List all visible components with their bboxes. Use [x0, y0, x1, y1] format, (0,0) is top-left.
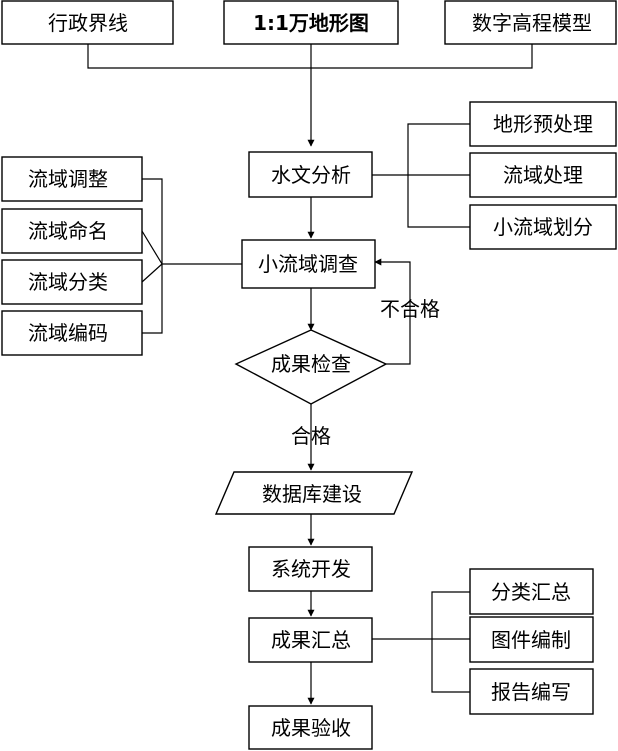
node-terrain-preprocess: 地形预处理 [469, 101, 617, 147]
node-basin-coding: 流域编码 [1, 310, 143, 356]
node-map-compile: 图件编制 [469, 616, 594, 663]
node-basin-coding-label: 流域编码 [28, 321, 108, 345]
node-boundary-label: 行政界线 [48, 11, 128, 35]
node-dem: 数字高程模型 [444, 0, 617, 45]
node-basin-naming-label: 流域命名 [28, 219, 108, 243]
node-topo-map-label: 1:1万地形图 [253, 11, 369, 35]
node-class-summary: 分类汇总 [469, 568, 594, 615]
node-basin-adjust: 流域调整 [1, 156, 143, 202]
node-system-dev: 系统开发 [248, 546, 373, 592]
node-terrain-preprocess-label: 地形预处理 [493, 112, 593, 136]
node-database-build: 数据库建设 [214, 471, 414, 515]
node-basin-classify: 流域分类 [1, 259, 143, 305]
node-report-write-label: 报告编写 [491, 680, 571, 704]
node-class-summary-label: 分类汇总 [491, 580, 571, 604]
node-sub-basin-division-label: 小流域划分 [493, 215, 593, 239]
node-acceptance: 成果验收 [248, 705, 373, 750]
node-map-compile-label: 图件编制 [491, 628, 571, 652]
node-topo-map: 1:1万地形图 [223, 0, 399, 45]
node-result-summary-label: 成果汇总 [271, 628, 351, 652]
node-basin-process: 流域处理 [469, 152, 617, 198]
node-boundary: 行政界线 [1, 0, 174, 45]
node-basin-adjust-label: 流域调整 [28, 167, 108, 191]
node-basin-naming: 流域命名 [1, 208, 143, 254]
node-acceptance-label: 成果验收 [271, 716, 351, 740]
fail-label: 不合格 [380, 297, 440, 321]
node-survey-label: 小流域调查 [258, 252, 358, 276]
node-result-check-label: 成果检查 [271, 352, 351, 376]
node-basin-process-label: 流域处理 [503, 163, 583, 187]
node-report-write: 报告编写 [469, 668, 594, 715]
node-survey: 小流域调查 [241, 239, 376, 289]
node-hydro-analysis-label: 水文分析 [271, 163, 351, 187]
node-result-check: 成果检查 [234, 329, 388, 405]
node-dem-label: 数字高程模型 [472, 11, 592, 35]
node-database-build-label: 数据库建设 [262, 482, 362, 506]
node-hydro-analysis: 水文分析 [248, 151, 373, 198]
node-basin-classify-label: 流域分类 [28, 270, 108, 294]
node-sub-basin-division: 小流域划分 [469, 204, 617, 250]
node-system-dev-label: 系统开发 [271, 557, 351, 581]
connectors [87, 44, 533, 705]
node-result-summary: 成果汇总 [248, 617, 373, 663]
pass-label: 合格 [291, 424, 331, 448]
